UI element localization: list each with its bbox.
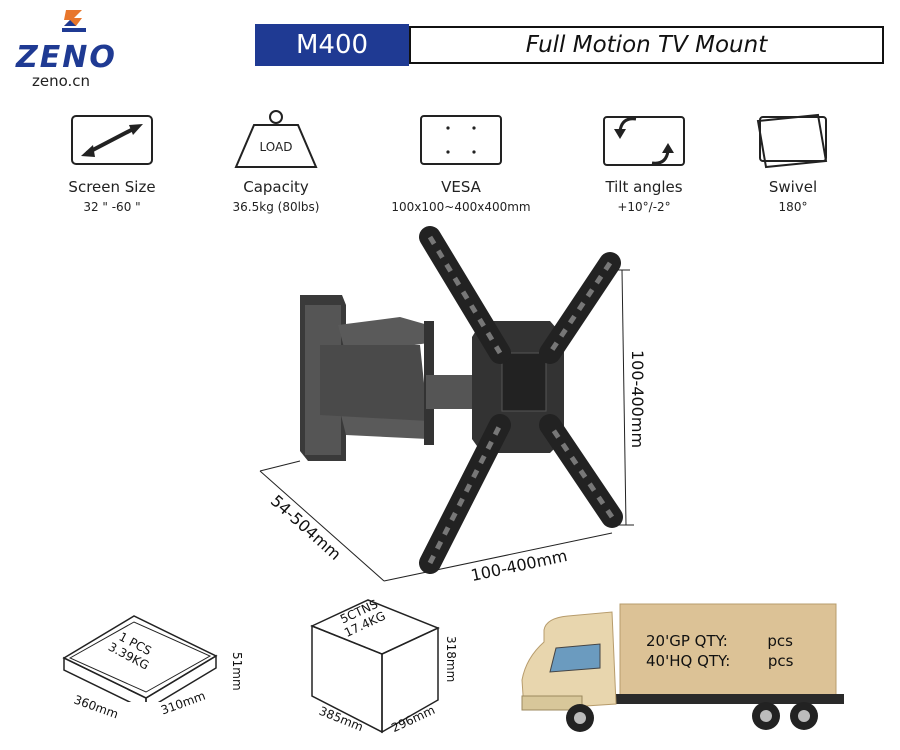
spec-label: Tilt angles bbox=[605, 178, 683, 196]
swivel-screens-icon bbox=[756, 113, 828, 169]
height-dimension-label: 100-400mm bbox=[628, 350, 647, 449]
spec-screen-size: Screen Size 32 " -60 " bbox=[27, 108, 197, 214]
load-text: LOAD bbox=[260, 140, 293, 154]
diagonal-arrow-icon bbox=[71, 115, 153, 165]
single-box-drawing bbox=[62, 615, 218, 702]
carton-box-drawing bbox=[310, 599, 440, 734]
spec-label: VESA bbox=[441, 178, 481, 196]
spec-vesa: VESA 100x100~400x400mm bbox=[376, 108, 546, 214]
model-number: M400 bbox=[255, 24, 409, 66]
gp-label: 20'GP QTY: bbox=[646, 632, 728, 650]
shipping-gp-row: 20'GP QTY: pcs bbox=[646, 632, 793, 650]
shipping-hq-row: 40'HQ QTY: pcs bbox=[646, 652, 793, 670]
brand-url: zeno.cn bbox=[32, 72, 91, 90]
spec-value: 100x100~400x400mm bbox=[391, 200, 531, 214]
truck-icon bbox=[521, 603, 844, 732]
spec-capacity: LOAD Capacity 36.5kg (80lbs) bbox=[191, 108, 361, 214]
tilt-arrows-icon bbox=[603, 116, 685, 166]
spec-tilt: Tilt angles +10°/-2° bbox=[559, 108, 729, 214]
spec-value: +10°/-2° bbox=[617, 200, 671, 214]
spec-value: 32 " -60 " bbox=[83, 200, 141, 214]
gp-value: pcs bbox=[767, 632, 793, 650]
brand-name: ZENO bbox=[16, 40, 117, 75]
single-box-height: 51mm bbox=[230, 652, 244, 691]
hq-label: 40'HQ QTY: bbox=[646, 652, 731, 670]
zeno-logo-icon bbox=[62, 10, 86, 32]
carton-height: 318mm bbox=[444, 636, 458, 683]
spec-label: Swivel bbox=[768, 178, 818, 196]
product-title: Full Motion TV Mount bbox=[409, 26, 884, 64]
vesa-holes-icon bbox=[420, 115, 502, 165]
brand-logo bbox=[14, 6, 134, 96]
spec-value: 36.5kg (80lbs) bbox=[232, 200, 320, 214]
spec-swivel: Swivel 180° bbox=[708, 108, 878, 214]
tv-mount-illustration bbox=[259, 226, 634, 582]
hq-value: pcs bbox=[767, 652, 794, 670]
spec-value: 180° bbox=[778, 200, 808, 214]
load-weight-icon: LOAD bbox=[234, 110, 318, 168]
spec-label: Screen Size bbox=[68, 178, 156, 196]
spec-label: Capacity bbox=[243, 178, 309, 196]
